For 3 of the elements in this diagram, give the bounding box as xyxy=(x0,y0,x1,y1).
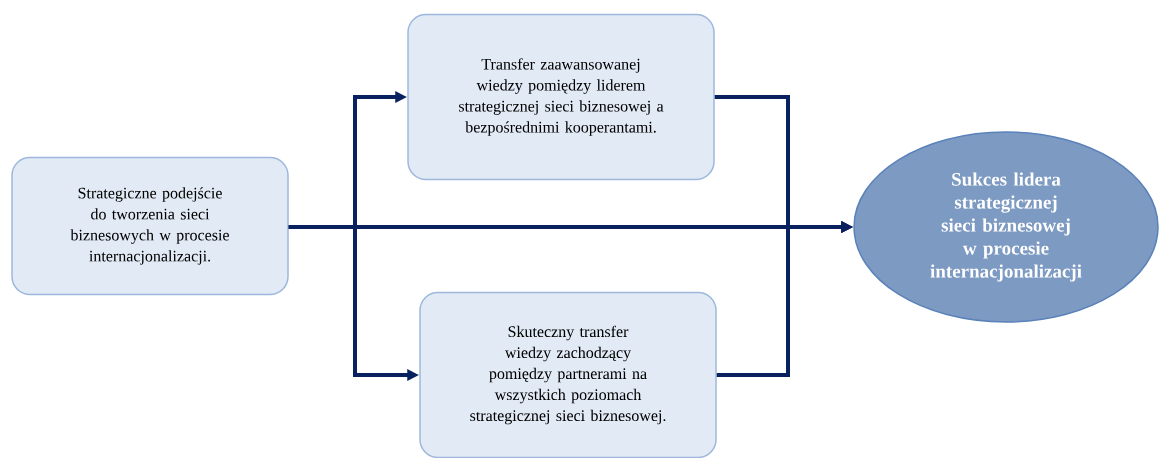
process-box: Strategiczne podejście do tworzenia sieci biznesowych w procesie internacjonalizacji. xyxy=(11,156,289,296)
process-box: Transfer zaawansowanej wiedzy pomiędzy liderem strategicznej sieci biznesowej a bezpośrednimi kooperantami. xyxy=(407,13,715,181)
process-box: Skuteczny transfer wiedzy zachodzący pomiędzy partnerami na wszystkich poziomach strategicznej sieci biznesowej. xyxy=(419,291,717,458)
